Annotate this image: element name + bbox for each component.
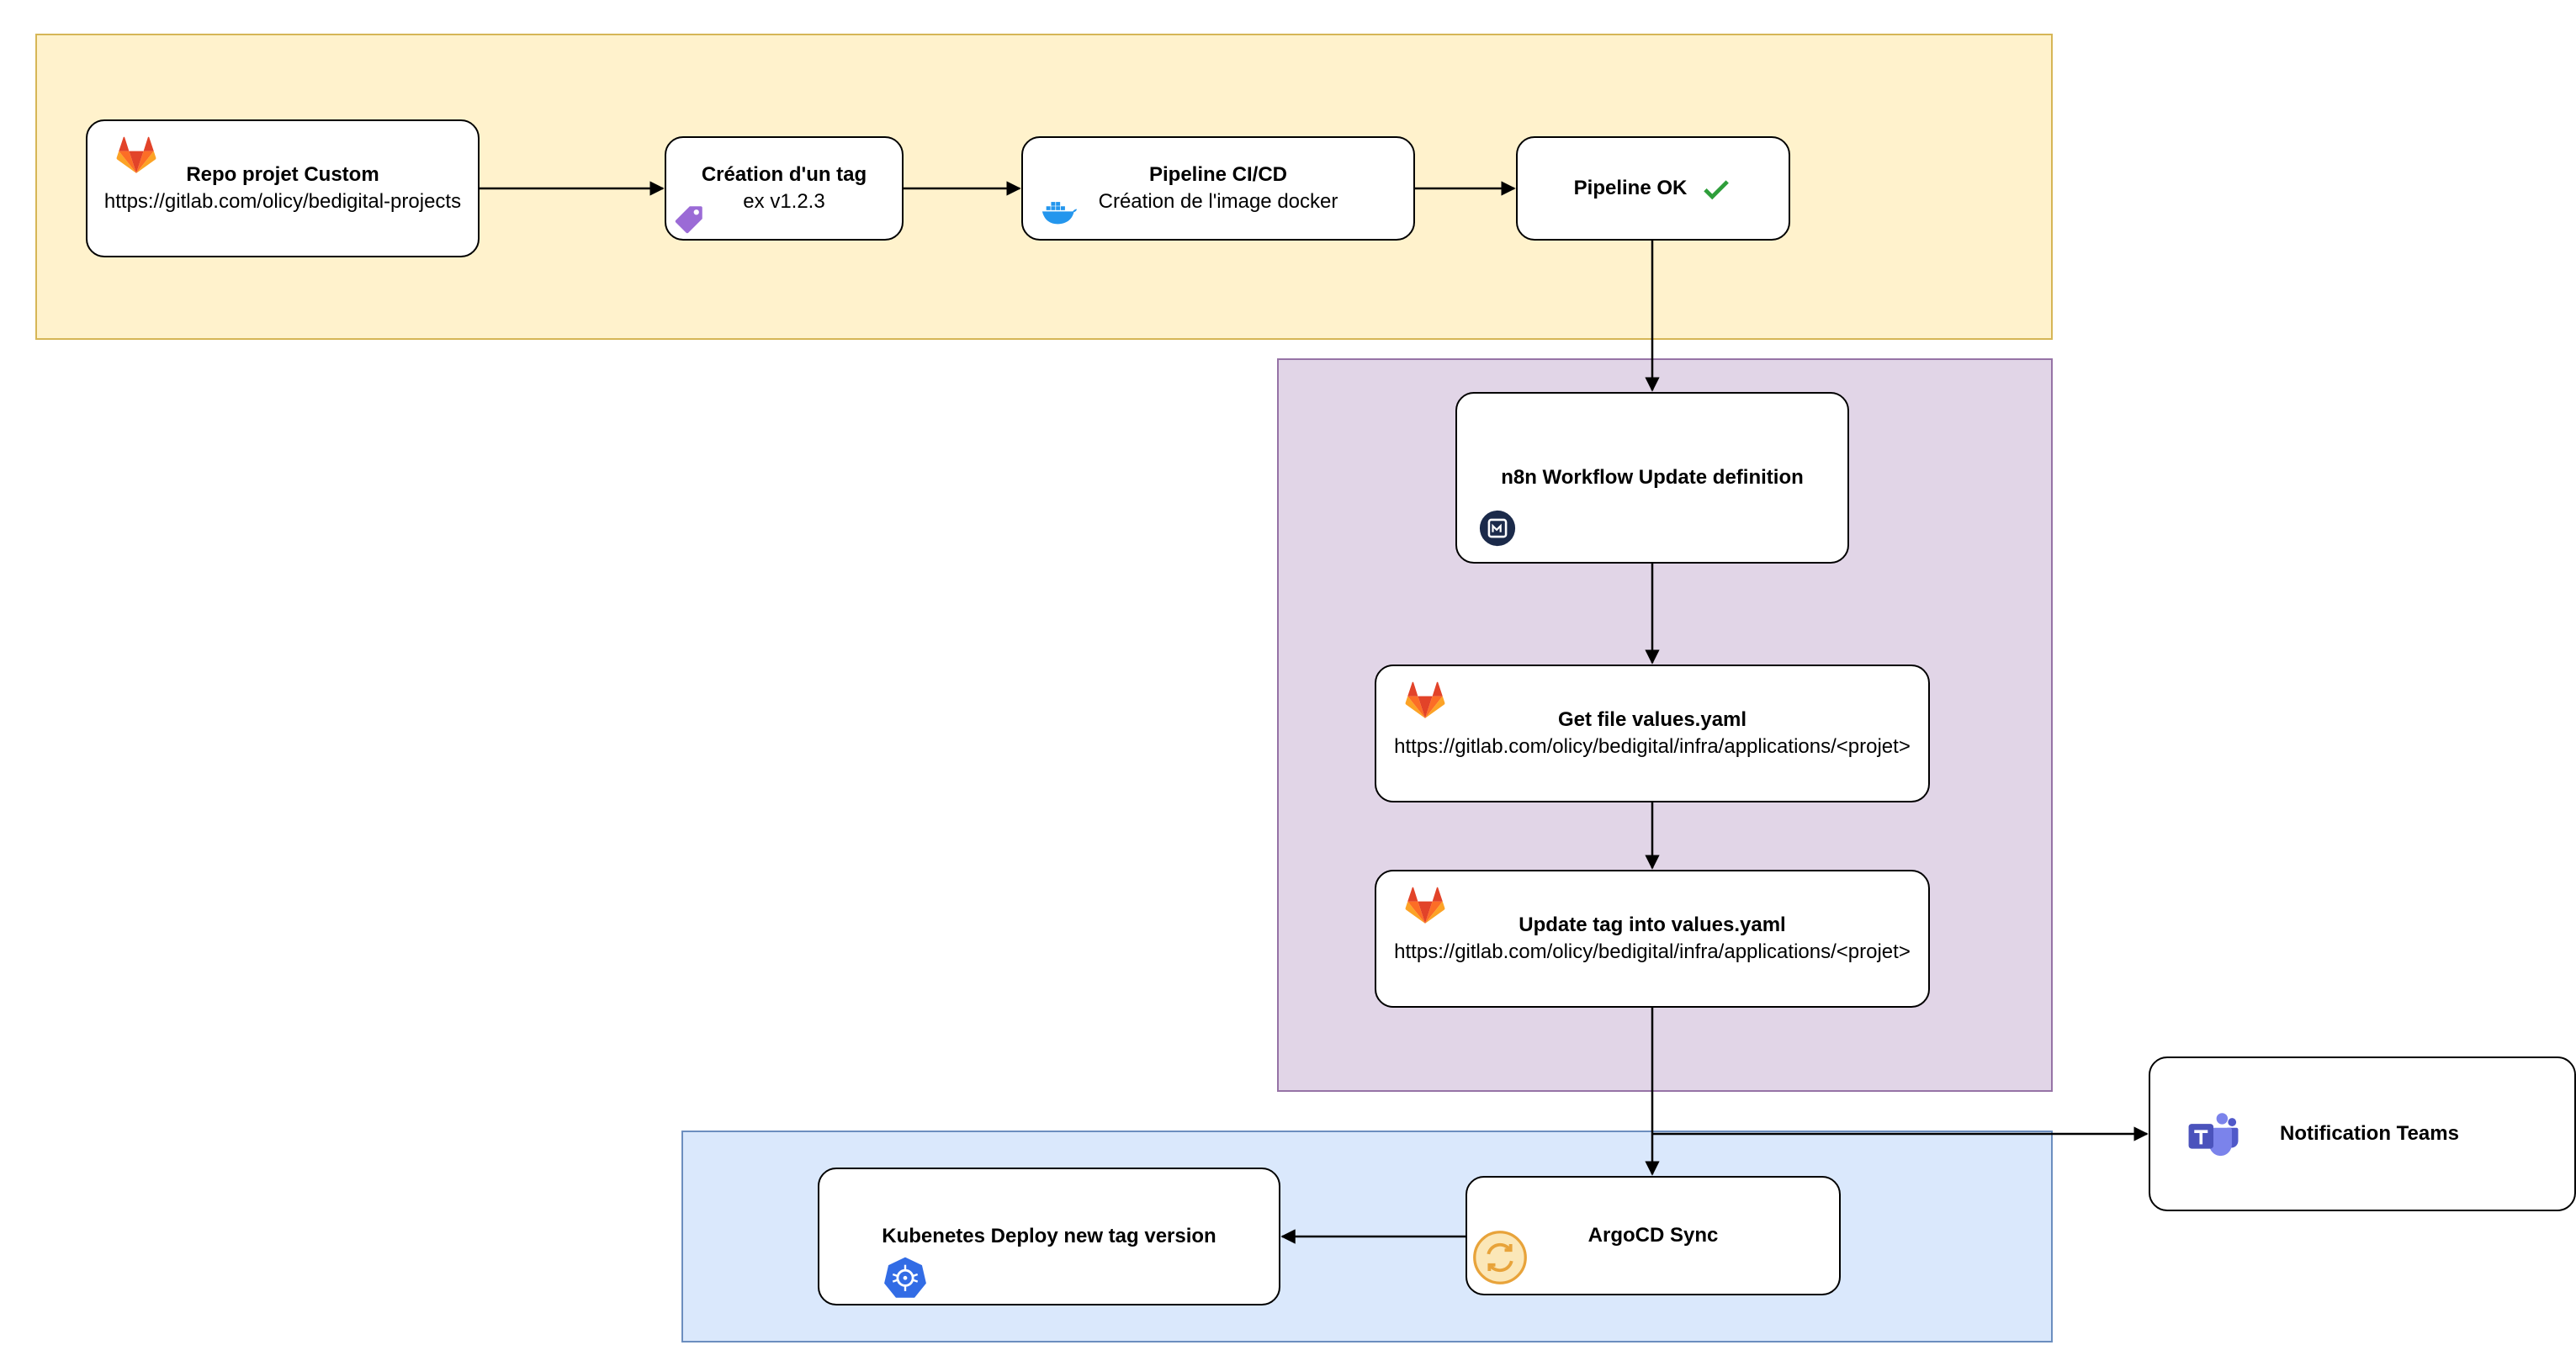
get-file-title: Get file values.yaml (1557, 708, 1747, 731)
argocd-icon (1473, 1231, 1527, 1284)
pipeline-ok-node[interactable]: Pipeline OK (1516, 136, 1790, 241)
update-tag-title: Update tag into values.yaml (1519, 914, 1786, 936)
tag-node[interactable]: Création d'un tag ex v1.2.3 (665, 136, 904, 241)
notification-teams-node[interactable]: Notification Teams (2149, 1056, 2576, 1211)
repo-url: https://gitlab.com/olicy/bedigital-proje… (103, 190, 462, 213)
gitlab-icon (1405, 681, 1445, 718)
kube-title: Kubenetes Deploy new tag version (882, 1225, 1216, 1247)
repo-node[interactable]: Repo projet Custom https://gitlab.com/ol… (86, 119, 480, 257)
get-file-url: https://gitlab.com/olicy/bedigital/infra… (1394, 735, 1911, 758)
repo-title: Repo projet Custom (186, 163, 379, 186)
teams-title: Notification Teams (2280, 1122, 2459, 1145)
docker-icon (1042, 202, 1078, 225)
argocd-title: ArgoCD Sync (1587, 1224, 1719, 1247)
get-file-node[interactable]: Get file values.yaml https://gitlab.com/… (1375, 665, 1930, 802)
n8n-icon (1479, 510, 1516, 547)
update-tag-url: https://gitlab.com/olicy/bedigital/infra… (1394, 940, 1911, 963)
n8n-workflow-node[interactable]: n8n Workflow Update definition (1455, 392, 1849, 564)
update-tag-node[interactable]: Update tag into values.yaml https://gitl… (1375, 870, 1930, 1008)
pipeline-title: Pipeline CI/CD (1148, 163, 1288, 186)
pipeline-desc: Création de l'image docker (1098, 190, 1338, 213)
pipeline-node[interactable]: Pipeline CI/CD Création de l'image docke… (1021, 136, 1415, 241)
tag-example: ex v1.2.3 (743, 190, 825, 213)
n8n-title: n8n Workflow Update definition (1501, 466, 1804, 489)
tag-title: Création d'un tag (701, 163, 867, 186)
argocd-sync-node[interactable]: ArgoCD Sync (1466, 1176, 1841, 1295)
gitlab-icon (116, 136, 156, 173)
tag-icon (675, 206, 702, 234)
teams-icon (2188, 1113, 2239, 1157)
pipeline-ok-title: Pipeline OK (1573, 177, 1688, 199)
kubernetes-deploy-node[interactable]: Kubenetes Deploy new tag version (818, 1168, 1280, 1305)
gitlab-icon (1405, 887, 1445, 924)
kubernetes-icon (884, 1257, 926, 1298)
check-icon (1704, 180, 1730, 200)
